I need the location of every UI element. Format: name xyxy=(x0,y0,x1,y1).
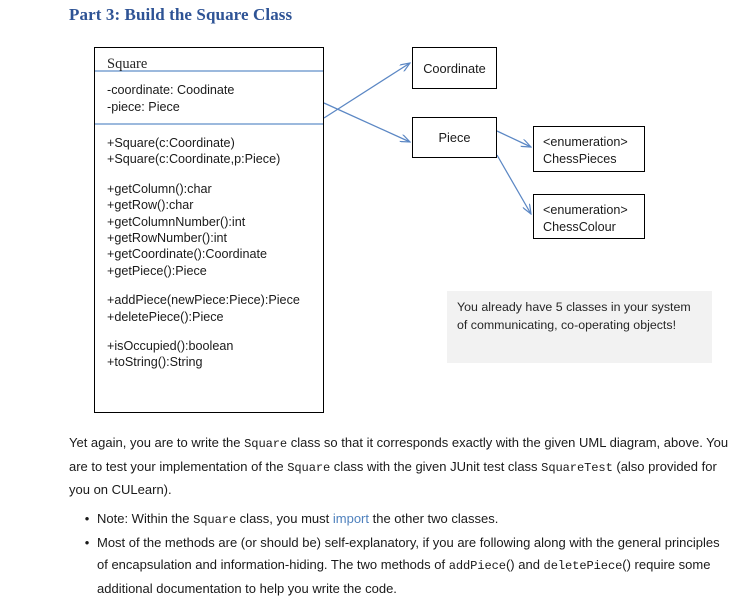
uml-operation: +Square(c:Coordinate) xyxy=(107,136,235,150)
uml-class-coordinate-label: Coordinate xyxy=(423,60,486,76)
bullet1-text-a: Note: Within the xyxy=(97,511,194,526)
bullet1-text-c: the other two classes. xyxy=(369,511,499,526)
bullet2-text-b: () and xyxy=(505,557,544,572)
uml-enum-name: ChessColour xyxy=(543,220,616,234)
uml-attribute: -piece: Piece xyxy=(107,99,180,114)
paragraph-text-d: (also provided for you on CULearn). xyxy=(69,458,717,498)
uml-operation: +isOccupied():boolean xyxy=(107,339,234,354)
bullet-marker-icon: • xyxy=(84,511,90,526)
code-square-1: Square xyxy=(244,437,288,451)
uml-separator-1 xyxy=(95,70,323,72)
code-square-3: Square xyxy=(193,513,237,527)
uml-enum-chesspieces: <enumeration> ChessPieces xyxy=(533,126,645,172)
list-item: • Most of the methods are (or should be)… xyxy=(69,532,729,600)
bullet-marker-icon: • xyxy=(84,534,90,550)
arrow-square-to-piece xyxy=(323,102,410,142)
bullet1-text-b: class, you must xyxy=(236,511,333,526)
uml-enum-chesscolour: <enumeration> ChessColour xyxy=(533,194,645,239)
uml-operation-compartment: +Square(c:Coordinate) +Square(c:Coordina… xyxy=(95,125,323,371)
uml-diagram: Square -coordinate: Coodinate -piece: Pi… xyxy=(94,47,712,413)
uml-class-name: Square xyxy=(107,56,148,72)
uml-operation: +toString():String xyxy=(107,355,203,370)
code-square-2: Square xyxy=(287,460,331,475)
bullet2-text-a: Most of the methods are (or should be) s… xyxy=(97,534,720,573)
uml-class-coordinate: Coordinate xyxy=(412,47,497,89)
code-deletepiece: deletePiece xyxy=(543,559,623,573)
arrow-piece-to-chesspieces xyxy=(496,130,531,147)
arrow-piece-to-chesscolour xyxy=(496,154,531,214)
uml-operation-group: +Square(c:Coordinate) +Square(c:Coordina… xyxy=(107,135,323,168)
list-item-text: Most of the methods are (or should be) s… xyxy=(97,532,729,600)
uml-operation: +getRow():char xyxy=(107,198,194,213)
uml-separator-2 xyxy=(95,123,323,125)
uml-class-piece: Piece xyxy=(412,117,497,158)
uml-operation-group: +addPiece(newPiece:Piece):Piece +deleteP… xyxy=(107,292,323,325)
uml-operation: +getColumnNumber():int xyxy=(107,214,246,229)
uml-operation: +getPiece():Piece xyxy=(107,263,207,278)
uml-operation: +addPiece(newPiece:Piece):Piece xyxy=(107,293,300,308)
code-addpiece: addPiece xyxy=(448,559,506,573)
uml-enum-name: ChessPieces xyxy=(543,152,617,166)
diagram-note: You already have 5 classes in your syste… xyxy=(447,291,712,363)
uml-operation: +getColumn():char xyxy=(107,181,212,196)
instructions-bullet-list: • Note: Within the Square class, you mus… xyxy=(69,508,729,600)
uml-class-square: Square -coordinate: Coodinate -piece: Pi… xyxy=(94,47,324,413)
keyword-import: import xyxy=(332,511,369,526)
uml-attribute: -coordinate: Coodinate xyxy=(107,83,235,97)
uml-operation: +getCoordinate():Coordinate xyxy=(107,247,267,262)
code-squaretest: SquareTest xyxy=(541,460,613,475)
bullet2-text-c: () require some additional documentation… xyxy=(97,557,711,596)
uml-operation: +Square(c:Coordinate,p:Piece) xyxy=(107,152,281,167)
page-title: Part 3: Build the Square Class xyxy=(69,5,293,24)
uml-enum-stereotype: <enumeration> xyxy=(543,135,628,149)
uml-operation-group: +getColumn():char +getRow():char +getCol… xyxy=(107,181,323,279)
list-item-text: Note: Within the Square class, you must … xyxy=(97,508,729,532)
uml-operation: +deletePiece():Piece xyxy=(107,309,224,324)
uml-operation-group: +isOccupied():boolean +toString():String xyxy=(107,338,323,371)
uml-operation: +getRowNumber():int xyxy=(107,231,228,246)
list-item: • Note: Within the Square class, you mus… xyxy=(69,508,729,532)
instructions-paragraph: Yet again, you are to write the Square c… xyxy=(69,432,729,502)
uml-attribute-compartment: -coordinate: Coodinate -piece: Piece xyxy=(95,72,323,123)
uml-enum-stereotype: <enumeration> xyxy=(543,203,628,217)
paragraph-text-a: Yet again, you are to write the xyxy=(69,435,245,450)
uml-class-piece-label: Piece xyxy=(438,130,471,145)
arrow-square-to-coordinate xyxy=(323,63,410,119)
paragraph-text-c: class with the given JUnit test class xyxy=(330,458,542,474)
paragraph-text-b: class so that it corresponds exactly wit… xyxy=(69,435,729,474)
